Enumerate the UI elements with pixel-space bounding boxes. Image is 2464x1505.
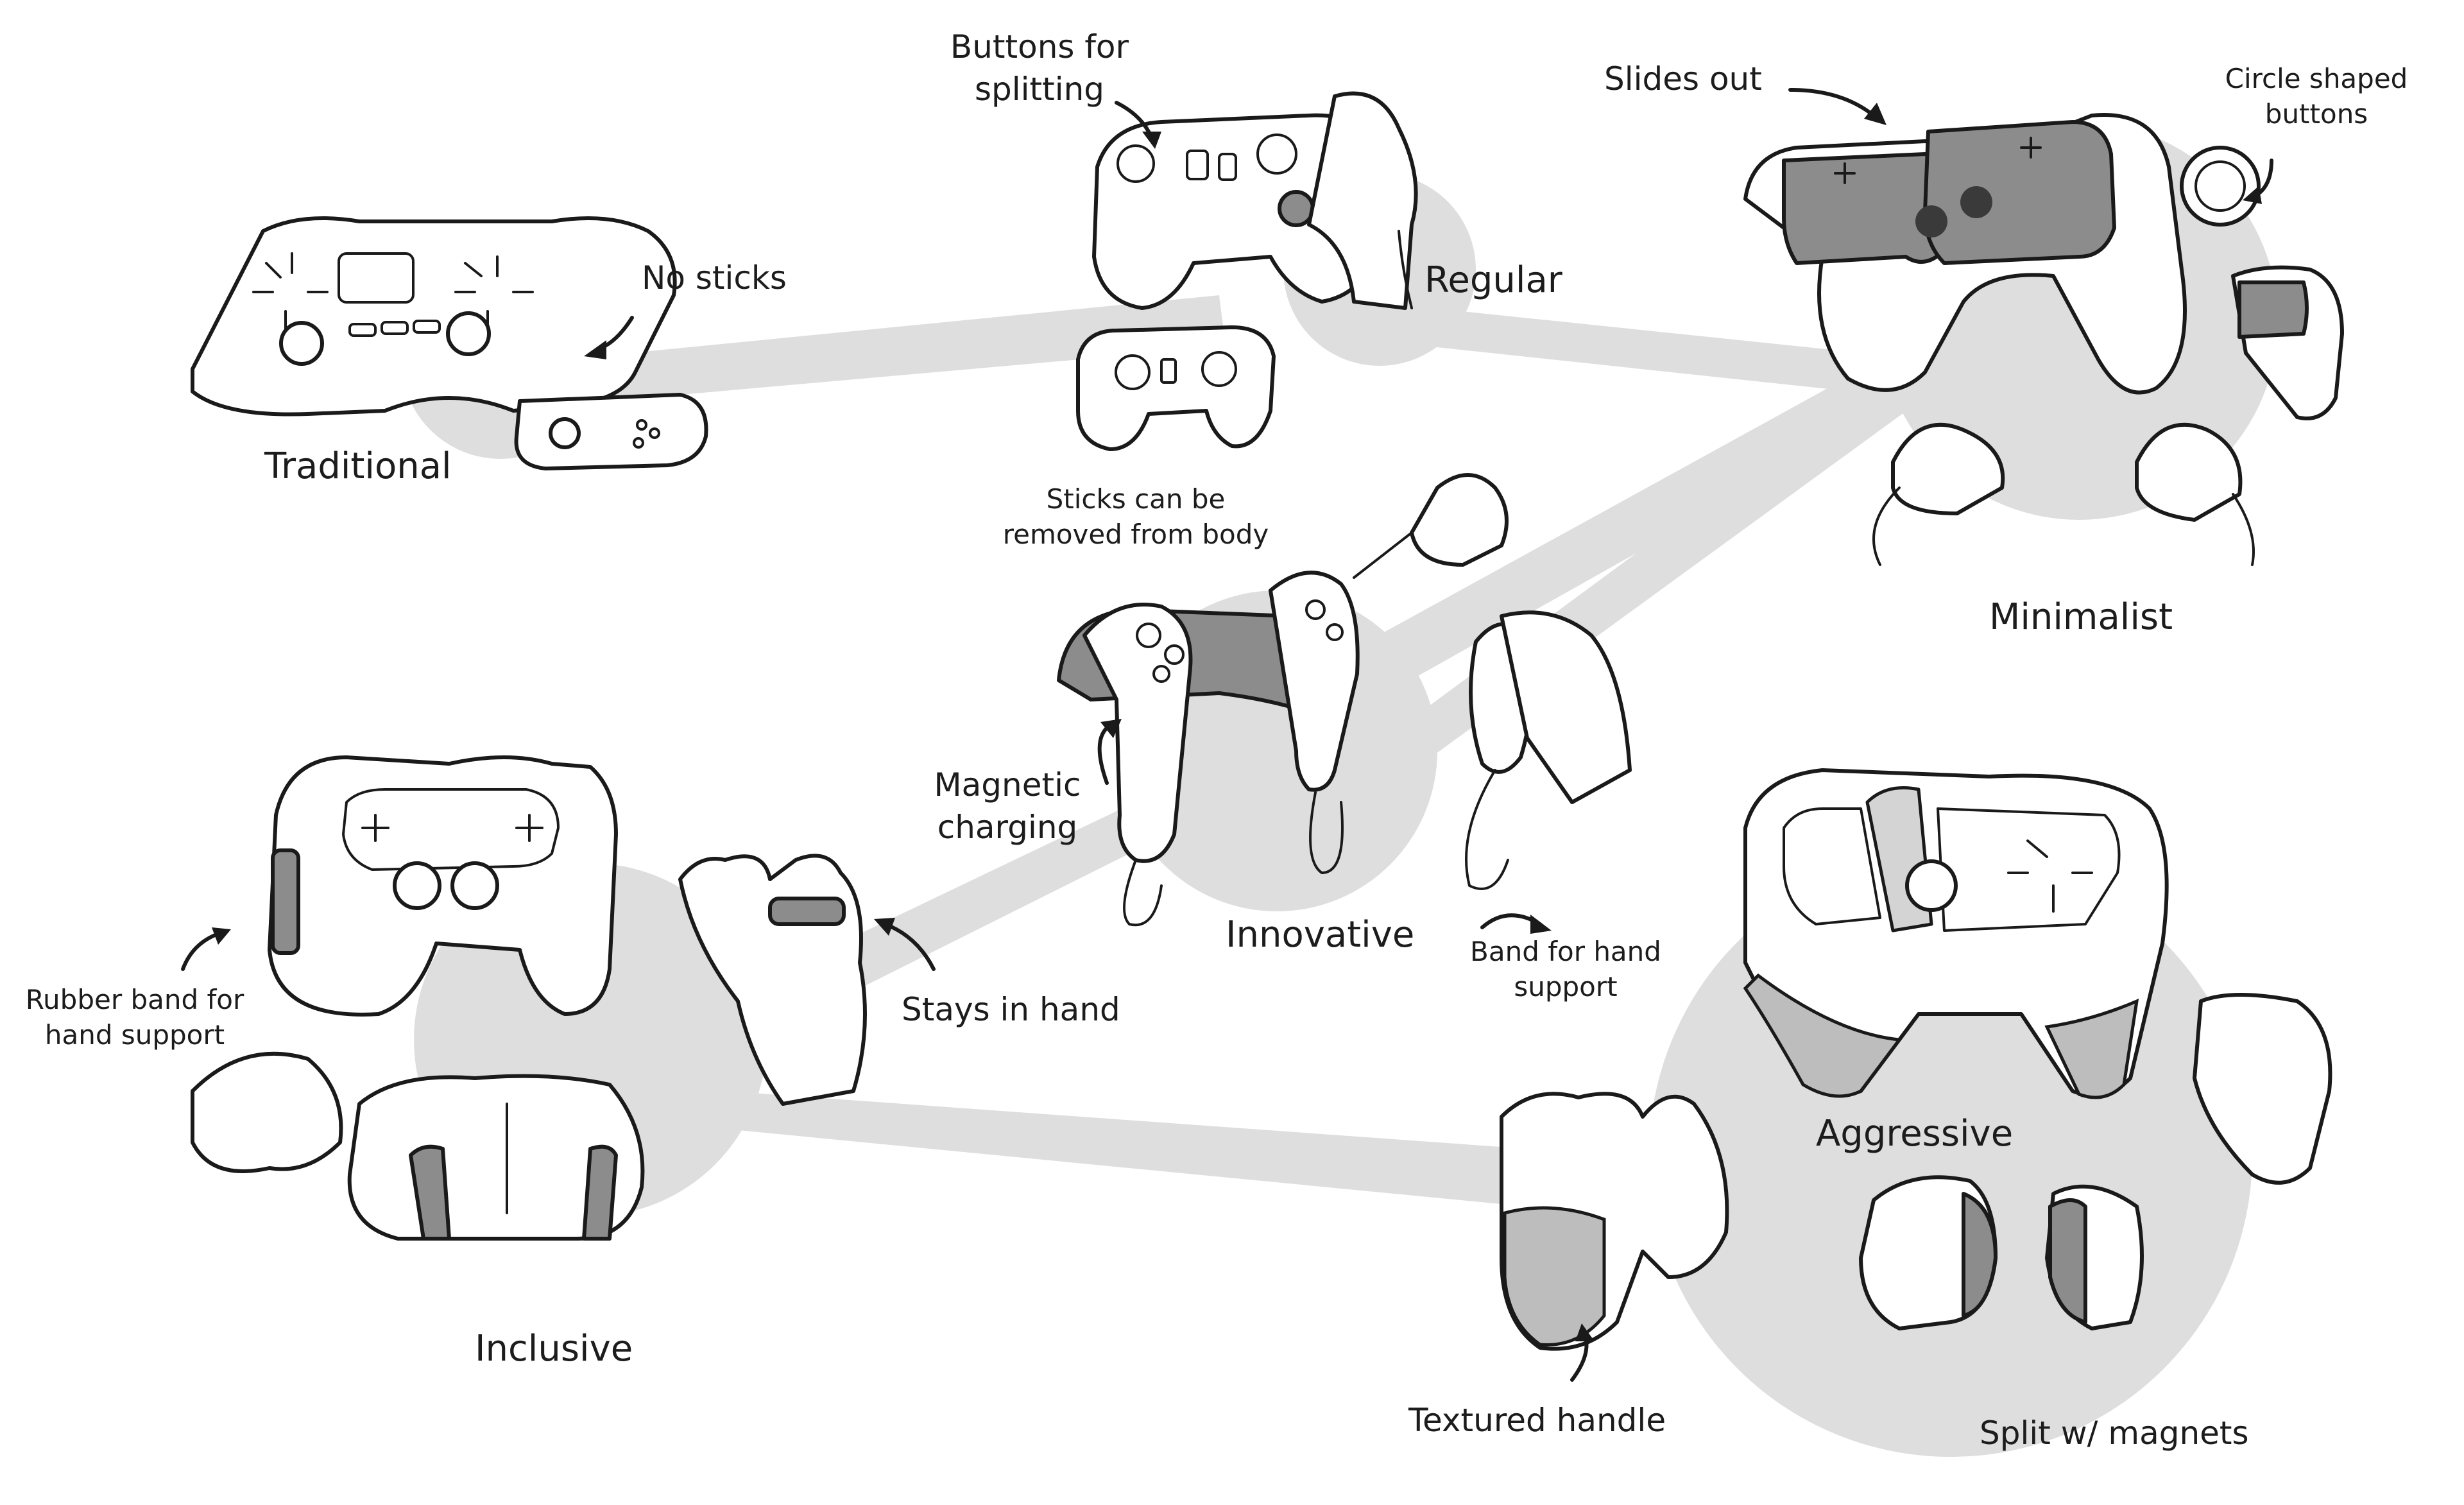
annotation-stays-in-hand: Stays in hand (902, 991, 1120, 1028)
traditional-controller-sketch (191, 216, 708, 470)
annotation-buttons-for-splitting: Buttons for splitting (950, 28, 1129, 108)
annotation-circle-shaped-buttons: Circle shaped buttons (2225, 63, 2408, 130)
inclusive-controller-sketch (191, 755, 867, 1241)
annotation-no-sticks: No sticks (642, 259, 787, 297)
minimalist-controller-sketch (1743, 113, 2344, 566)
group-label-traditional: Traditional (264, 445, 452, 487)
group-label-innovative: Innovative (1226, 914, 1415, 956)
annotation-arrows (181, 88, 2273, 1382)
group-label-minimalist: Minimalist (1989, 596, 2173, 638)
annotation-magnetic-charging: Magnetic charging (934, 766, 1081, 846)
annotation-textured-handle: Textured handle (1408, 1402, 1666, 1439)
annotation-sticks-removed: Sticks can be removed from body (1002, 483, 1269, 551)
annotation-slides-out: Slides out (1604, 60, 1762, 98)
aggressive-controller-sketch (1500, 768, 2332, 1351)
group-label-regular: Regular (1425, 259, 1562, 301)
group-label-inclusive: Inclusive (475, 1328, 633, 1370)
annotation-rubber-band: Rubber band for hand support (25, 984, 244, 1051)
group-label-aggressive: Aggressive (1816, 1113, 2014, 1155)
regular-controller-sketch (1076, 91, 1418, 451)
annotation-split-magnets: Split w/ magnets (1980, 1415, 2249, 1452)
innovative-controller-sketch (1057, 473, 1632, 927)
annotation-band-hand-support: Band for hand support (1470, 936, 1661, 1003)
